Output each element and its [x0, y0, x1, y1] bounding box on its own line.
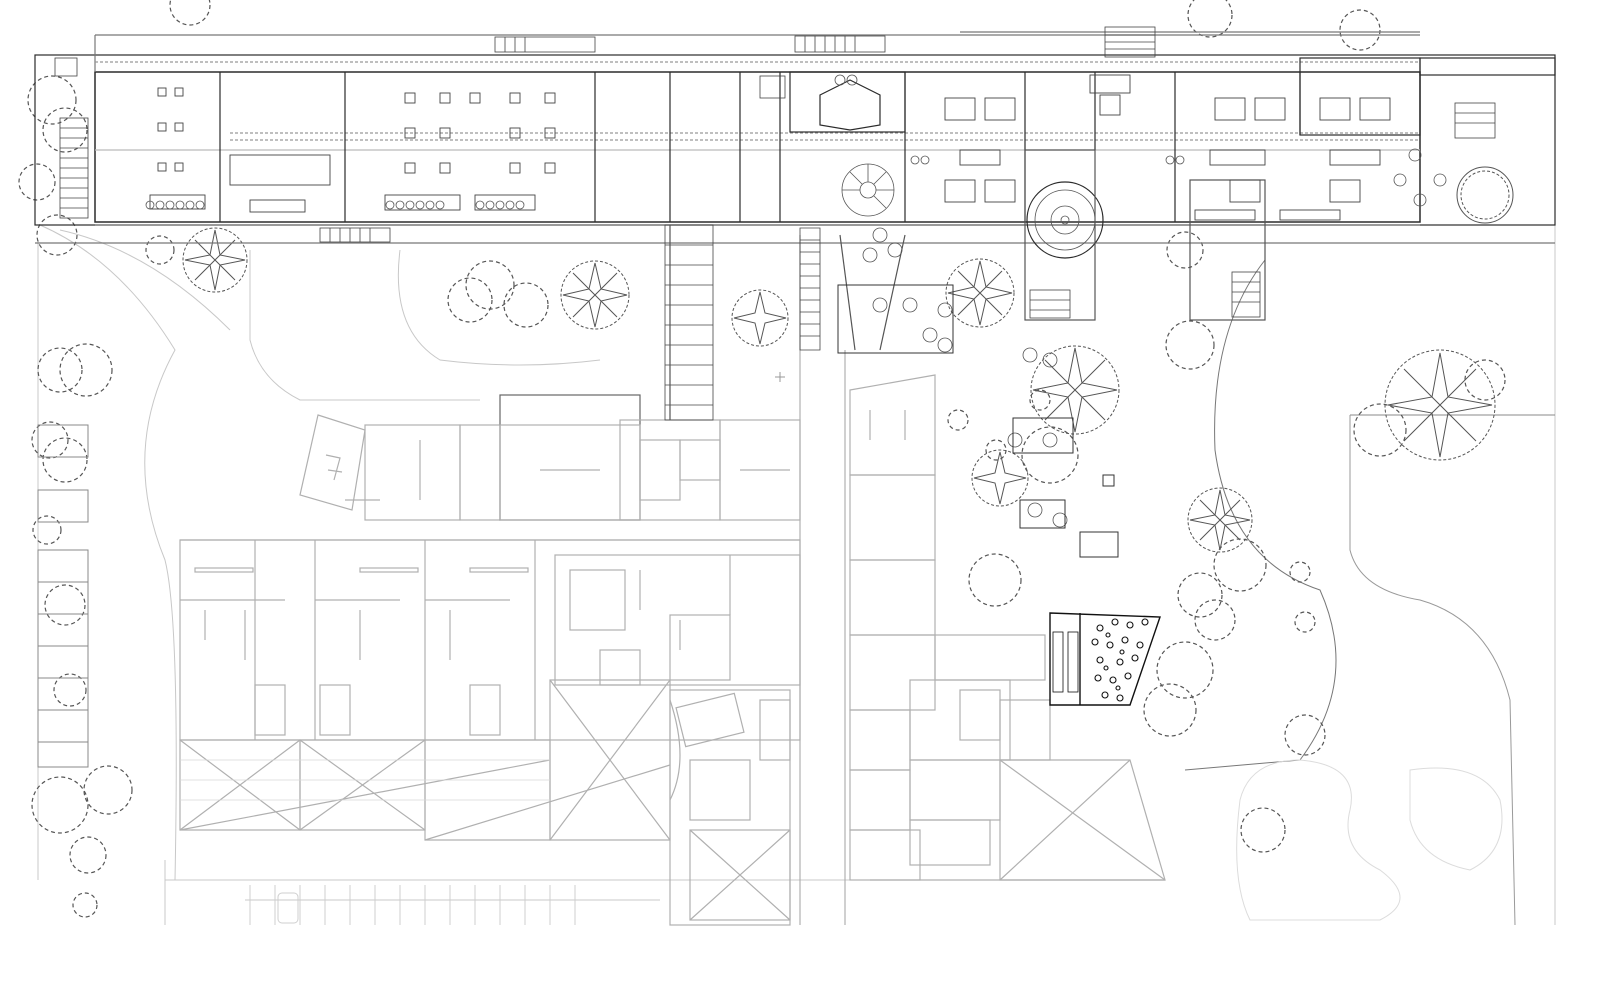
- new-wing-building: [34, 26, 1556, 421]
- table-group-icon: [149, 74, 1391, 221]
- west-parking: [37, 424, 89, 768]
- pavilion-seating-area: [1049, 612, 1161, 706]
- star-canopy-tree-icon: [182, 166, 1514, 553]
- roof-hatching: [180, 759, 550, 801]
- spiral-stair-icon: [841, 163, 1104, 259]
- stair-icon: [54, 26, 1496, 421]
- site-landscape: [37, 60, 1556, 926]
- existing-buildings: [179, 235, 1166, 926]
- dashed-tree-canopy-icon: [18, 0, 1506, 918]
- round-chair-icon: [145, 74, 1447, 528]
- plus-marker-icon: [775, 372, 785, 382]
- courtyard-platforms: [837, 284, 1119, 558]
- parking-bays: [249, 885, 576, 925]
